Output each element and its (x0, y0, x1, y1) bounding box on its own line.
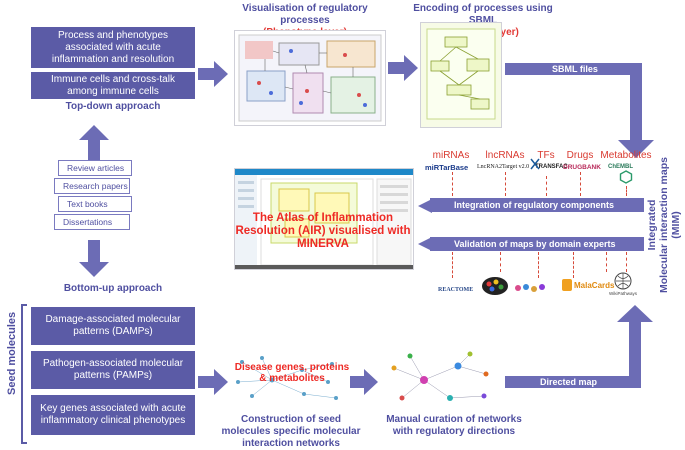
logo-wikipathways: WikiPathways (609, 291, 638, 296)
validation-label: Validation of maps by domain experts (454, 239, 616, 249)
air-title: The Atlas of Inflammation Resolution (AI… (228, 212, 418, 251)
minerva-graphic (235, 169, 413, 269)
dash-metabolites (626, 186, 627, 196)
book-research-papers: Research papers (54, 178, 130, 194)
mim-label-line3: (MIM) (670, 211, 682, 239)
arrow-directed-map (505, 305, 653, 388)
top-down-box-immune: Immune cells and cross-talk among immune… (31, 72, 195, 99)
seed-box-pamps: Pathogen-associated molecular patterns (… (31, 351, 195, 389)
dash-expert-1 (452, 252, 453, 278)
dash-expert-3 (538, 252, 539, 278)
sbml-label: SBML files (552, 64, 598, 74)
arrow-to-process (388, 55, 418, 81)
string-logo-icon (515, 284, 545, 292)
visualisation-title-text: Visualisation of regulatory processes (242, 3, 368, 26)
arrow-validation (418, 237, 432, 251)
logo-lncrna2target: LncRNA2Target v2.0 (477, 164, 530, 170)
seed-network-overlay: Disease genes, proteins & metabolites (234, 362, 350, 384)
integration-label: Integration of regulatory components (454, 200, 615, 210)
top-down-item-1: Process and phenotypes associated with a… (51, 29, 175, 65)
arrow-integration (418, 199, 432, 213)
book-text-books: Text books (58, 196, 132, 212)
seed-network-graph (236, 356, 338, 400)
dash-lncrnas (505, 172, 506, 196)
arrow-to-seed-network (198, 369, 228, 395)
mim-label: Integrated Molecular interaction maps (M… (646, 150, 682, 300)
mim-label-line2: Molecular interaction maps (658, 157, 670, 293)
process-map-graphic (421, 23, 501, 127)
arrow-up-top-down (79, 125, 109, 160)
phenotype-layer-map (234, 30, 386, 126)
integration-bar: Integration of regulatory components (430, 198, 644, 212)
kegg-logo-icon (482, 277, 508, 295)
dash-tfs (546, 176, 547, 196)
regulator-tfs: TFs (537, 150, 555, 161)
phenotype-map-graphic (238, 34, 382, 122)
regulator-drugs: Drugs (566, 150, 594, 161)
logo-drugbank: DRUGBANK (563, 164, 601, 171)
arrow-down-bottom-up (79, 240, 109, 277)
seed-item-pamps: Pathogen-associated molecular patterns (… (42, 358, 184, 381)
arrow-to-curation (350, 369, 378, 395)
book-review-articles: Review articles (58, 160, 132, 176)
seed-box-key-genes: Key genes associated with acute inflamma… (31, 395, 195, 435)
air-title-text: The Atlas of Inflammation Resolution (AI… (235, 212, 411, 250)
dash-expert-2 (500, 252, 501, 272)
regulator-metabolites: Metabolites (600, 150, 652, 161)
seed-network-overlay-text: Disease genes, proteins & metabolites (234, 362, 350, 384)
logo-malacards: MalaCards (574, 281, 615, 290)
dash-expert-4 (573, 252, 574, 278)
air-minerva-screenshot (234, 168, 414, 270)
dash-mirnas (452, 172, 453, 196)
mim-label-line1: Integrated (646, 199, 658, 251)
logo-reactome: REACTOME (438, 287, 474, 293)
bottom-up-label: Bottom-up approach (63, 283, 163, 294)
construction-label: Construction of seed molecules specific … (221, 414, 361, 449)
seed-box-damps: Damage-associated molecular patterns (DA… (31, 307, 195, 345)
dash-drugs (580, 172, 581, 196)
book-stack: Review articles Research papers Text boo… (52, 160, 144, 240)
arrow-to-phenotype (198, 61, 228, 87)
seed-item-damps: Damage-associated molecular patterns (DA… (45, 314, 181, 337)
top-down-item-2: Immune cells and cross-talk among immune… (51, 73, 175, 97)
logo-mirtarbase: miRTarBase (425, 163, 469, 172)
process-layer-map (420, 22, 502, 128)
wikipathways-logo-icon (614, 272, 632, 290)
validation-bar: Validation of maps by domain experts (430, 237, 644, 251)
chembl-hexagon-icon (619, 170, 633, 184)
malacards-logo-icon (562, 279, 572, 291)
top-down-box-processes: Process and phenotypes associated with a… (31, 27, 195, 68)
logo-transfac: TRANSFAC (535, 164, 568, 170)
logo-chembl: ChEMBL (608, 164, 633, 170)
seed-molecules-label: Seed molecules (6, 311, 18, 395)
dash-expert-6 (626, 252, 627, 272)
curation-label: Manual curation of networks with regulat… (386, 414, 522, 437)
directed-map-label: Directed map (540, 377, 598, 387)
top-down-label: Top-down approach (65, 101, 161, 112)
transfac-x-icon (530, 158, 540, 170)
seed-bracket (21, 304, 27, 444)
encoding-title-text: Encoding of processes using SBML (413, 3, 553, 26)
dash-expert-5 (606, 252, 607, 272)
seed-item-key-genes: Key genes associated with acute inflamma… (40, 403, 186, 426)
curated-network-graph (391, 351, 489, 401)
regulator-mirnas: miRNAs (432, 150, 470, 161)
book-dissertations: Dissertations (54, 214, 130, 230)
regulator-lncrnas: lncRNAs (485, 150, 525, 161)
arrow-sbml (505, 63, 654, 158)
